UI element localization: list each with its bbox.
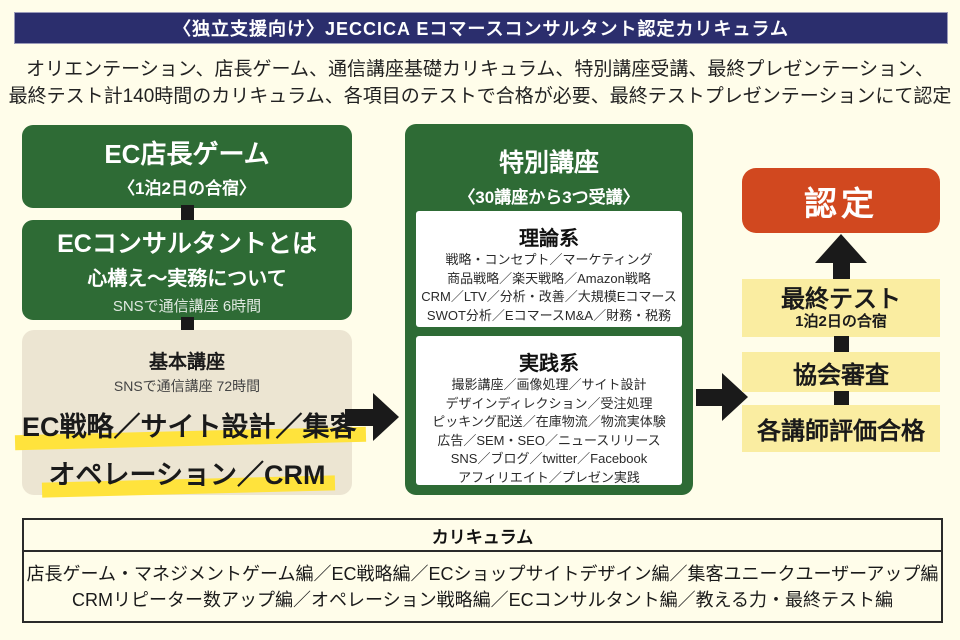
final-test-title: 最終テスト — [781, 285, 901, 313]
ec-manager-game-box: EC店長ゲーム 〈1泊2日の合宿〉 — [22, 125, 352, 208]
title-banner: 〈独立支援向け〉JECCICA Eコマースコンサルタント認定カリキュラム — [14, 12, 948, 44]
association-review-box: 協会審査 — [742, 352, 940, 392]
page-title: 〈独立支援向け〉JECCICA Eコマースコンサルタント認定カリキュラム — [173, 19, 789, 39]
curriculum-title: カリキュラム — [24, 520, 941, 552]
final-test-subtitle: 1泊2日の合宿 — [795, 312, 887, 330]
ec-consultant-box: ECコンサルタントとは 心構え〜実務について SNSで通信講座 6時間 — [22, 220, 352, 320]
connector — [834, 336, 849, 353]
practice-box: 実践系 撮影講座／画像処理／サイト設計 デザインディレクション／受注処理 ピッキ… — [416, 336, 682, 485]
curriculum-line-1: 店長ゲーム・マネジメントゲーム編／EC戦略編／ECショップサイトデザイン編／集客… — [26, 564, 939, 584]
basic-course-line-2: オペレーション／CRM — [41, 453, 335, 498]
practice-line: SNS／ブログ／twitter／Facebook — [450, 451, 648, 466]
ec-manager-game-subtitle: 〈1泊2日の合宿〉 — [118, 179, 256, 198]
basic-course-title: 基本講座 — [148, 352, 225, 373]
connector — [181, 317, 194, 332]
theory-line: CRM／LTV／分析・改善／大規模Eコマース — [421, 289, 677, 304]
curriculum-line-2: CRMリピーター数アップ編／オペレーション戦略編／ECコンサルタント編／教える力… — [71, 590, 894, 610]
intro-text: オリエンテーション、店長ゲーム、通信講座基礎カリキュラム、特別講座受講、最終プレ… — [0, 56, 960, 110]
ec-consultant-note: SNSで通信講座 6時間 — [112, 298, 262, 315]
ec-consultant-title: ECコンサルタントとは — [57, 230, 317, 258]
practice-line: 広告／SEM・SEO／ニュースリリース — [437, 432, 661, 448]
intro-line-2: 最終テスト計140時間のカリキュラム、各項目のテストで合格が必要、最終テストプレ… — [8, 86, 952, 107]
practice-line: 撮影講座／画像処理／サイト設計 — [451, 377, 647, 392]
certified-label: 認定 — [804, 184, 878, 222]
ec-consultant-subtitle: 心構え〜実務について — [87, 268, 287, 290]
ec-manager-game-title: EC店長ゲーム — [104, 139, 270, 169]
basic-course-box: 基本講座 SNSで通信講座 72時間 EC戦略／サイト設計／集客 オペレーション… — [14, 330, 366, 498]
practice-line: アフィリエイト／プレゼン実践 — [458, 469, 640, 485]
connector — [834, 391, 849, 406]
theory-box: 理論系 戦略・コンセプト／マーケティング 商品戦略／楽天戦略／Amazon戦略 … — [416, 211, 682, 327]
special-course-title: 特別講座 — [498, 149, 599, 177]
instructor-pass-box: 各講師評価合格 — [742, 405, 940, 452]
curriculum-body: 店長ゲーム・マネジメントゲーム編／EC戦略編／ECショップサイトデザイン編／集客… — [24, 552, 941, 613]
special-course-subtitle: 〈30講座から3つ受講〉 — [458, 188, 640, 207]
practice-line: ピッキング配送／在庫物流／物流実体験 — [432, 414, 666, 429]
theory-line: SWOT分析／EコマースM&A／財務・税務 — [426, 307, 672, 323]
basic-course-line-1: EC戦略／サイト設計／集客 — [14, 405, 366, 451]
curriculum-table: カリキュラム 店長ゲーム・マネジメントゲーム編／EC戦略編／ECショップサイトデ… — [22, 518, 943, 623]
practice-title: 実践系 — [519, 353, 579, 375]
special-course-box: 特別講座 〈30講座から3つ受講〉 理論系 戦略・コンセプト／マーケティング 商… — [405, 124, 693, 495]
connector — [181, 205, 194, 222]
intro-line-1: オリエンテーション、店長ゲーム、通信講座基礎カリキュラム、特別講座受講、最終プレ… — [26, 59, 934, 80]
certified-box: 認定 — [742, 168, 940, 233]
final-test-box: 最終テスト 1泊2日の合宿 — [742, 279, 940, 337]
theory-line: 戦略・コンセプト／マーケティング — [445, 252, 653, 267]
basic-course-note: SNSで通信講座 72時間 — [113, 378, 261, 394]
practice-line: デザインディレクション／受注処理 — [445, 395, 653, 411]
theory-line: 商品戦略／楽天戦略／Amazon戦略 — [447, 270, 651, 286]
theory-title: 理論系 — [519, 228, 579, 250]
